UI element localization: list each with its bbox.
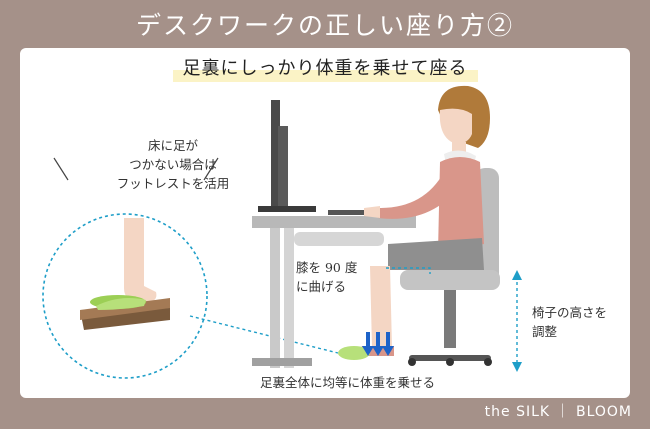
brand-logo: the SILK ｜ BLOOM	[484, 404, 632, 420]
height-line-1: 椅子の高さを	[532, 305, 608, 320]
callout-slash-right	[203, 157, 219, 181]
woman-figure	[358, 85, 490, 356]
feet-label: 足裏全体に均等に体重を乗せる	[260, 375, 436, 390]
height-arrow	[512, 270, 522, 372]
knee-label: 膝を 90 度 に曲げる	[296, 258, 357, 296]
callout-line-3: フットレストを活用	[116, 176, 230, 191]
footrest-callout: 床に足が つかない場合は フットレストを活用	[108, 136, 238, 193]
zoom-connector	[189, 315, 339, 354]
height-line-2: 調整	[532, 324, 558, 339]
desk	[252, 216, 416, 368]
knee-line-2: に曲げる	[296, 279, 347, 294]
callout-line-2: つかない場合は	[129, 157, 217, 172]
subtitle-wrap: 足裏にしっかり体重を乗せて座る	[20, 54, 630, 82]
zoom-circle	[42, 213, 208, 379]
callout-slash-left	[53, 157, 69, 181]
chair-height-label: 椅子の高さを 調整	[532, 303, 607, 341]
subtitle: 足裏にしっかり体重を乗せて座る	[172, 54, 478, 82]
footrest-small	[338, 346, 370, 360]
knee-line-1: 膝を 90 度	[296, 260, 358, 275]
knee-angle-marker	[386, 267, 431, 274]
illustration	[42, 85, 522, 379]
callout-line-1: 床に足が	[147, 138, 198, 153]
zoom-leg-illustration	[80, 218, 170, 330]
monitor	[258, 100, 316, 212]
weight-arrows	[362, 332, 394, 356]
illustration-panel: 足裏にしっかり体重を乗せて座る 床に足が つかない場合は フットレストを活用 膝…	[20, 48, 630, 398]
keyboard	[328, 210, 384, 215]
page-title: デスクワークの正しい座り方②	[135, 11, 514, 40]
